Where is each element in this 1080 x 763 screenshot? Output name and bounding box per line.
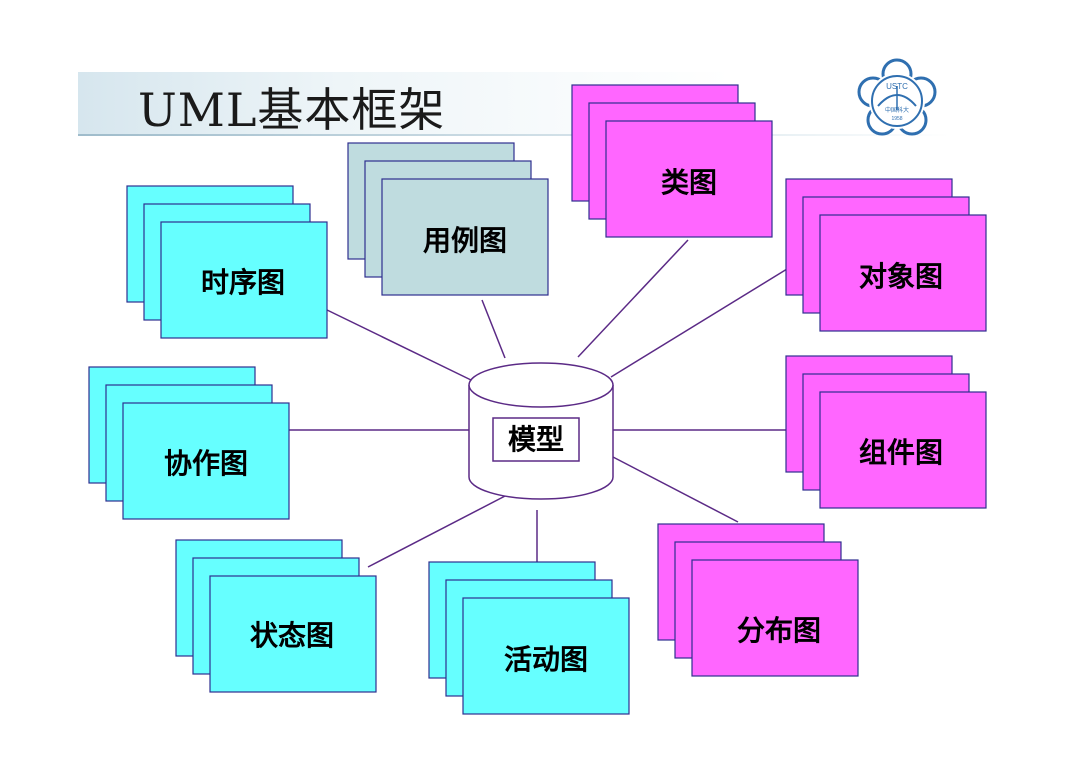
node-sequence-card-3 (160, 221, 328, 339)
node-component: 组件图 (785, 355, 987, 509)
page-title: UML基本框架 (138, 83, 446, 137)
node-state: 状态图 (175, 539, 377, 693)
node-collaboration: 协作图 (88, 366, 290, 520)
node-object: 对象图 (785, 178, 987, 332)
node-state-card-3 (209, 575, 377, 693)
ustc-logo-icon: USTC 中国科大 1958 (857, 58, 937, 136)
node-collaboration-label: 协作图 (164, 447, 248, 480)
node-class-card-3 (605, 120, 773, 238)
logo-text-top: USTC (886, 82, 908, 91)
node-component-card-3 (819, 391, 987, 509)
node-collaboration-card-3 (122, 402, 290, 520)
model-cylinder: 模型 (468, 362, 614, 500)
node-deployment-card-3 (691, 559, 859, 677)
node-deployment-label: 分布图 (737, 614, 821, 647)
node-state-label: 状态图 (250, 619, 334, 652)
node-sequence-label: 时序图 (201, 266, 285, 299)
node-sequence: 时序图 (126, 185, 328, 339)
node-activity: 活动图 (428, 561, 630, 715)
connector-state (367, 494, 508, 568)
node-usecase-label: 用例图 (423, 224, 507, 257)
node-object-label: 对象图 (859, 260, 943, 293)
connector-usecase (481, 299, 506, 359)
node-component-label: 组件图 (859, 436, 943, 469)
logo-text-year: 1958 (891, 116, 902, 122)
node-activity-label: 活动图 (504, 643, 588, 676)
model-label: 模型 (508, 423, 564, 456)
node-object-card-3 (819, 214, 987, 332)
node-usecase: 用例图 (347, 142, 549, 296)
connector-object (610, 268, 788, 378)
node-class: 类图 (571, 84, 773, 238)
connector-sequence (324, 308, 472, 381)
connector-lines (289, 239, 818, 568)
node-class-label: 类图 (661, 166, 717, 199)
model-label-box (492, 417, 580, 462)
logo-text-mid: 中国科大 (885, 106, 909, 114)
connector-deployment (612, 456, 739, 523)
node-deployment: 分布图 (657, 523, 859, 677)
connector-class (577, 239, 689, 358)
node-usecase-card-3 (381, 178, 549, 296)
title-band (78, 72, 950, 136)
node-activity-card-3 (462, 597, 630, 715)
